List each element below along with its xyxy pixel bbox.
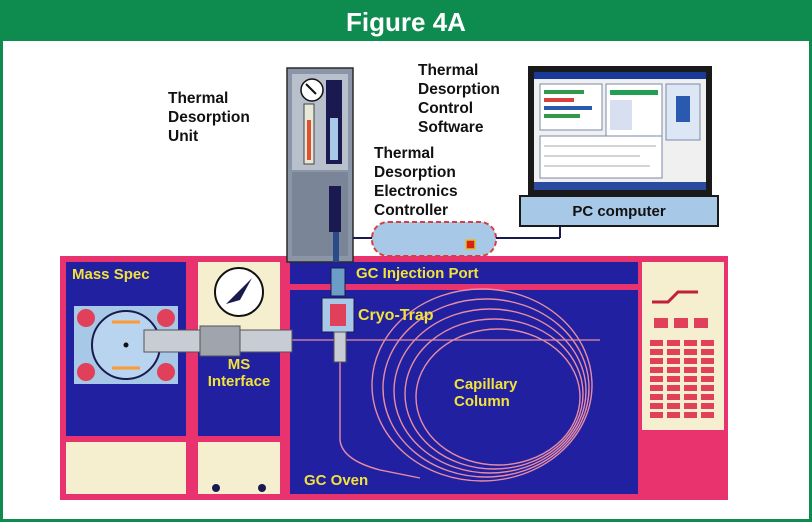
screen-bar — [544, 98, 574, 102]
screen-bar — [544, 90, 584, 94]
keypad-key — [650, 376, 663, 382]
capillary-coil — [371, 288, 593, 482]
keypad — [650, 318, 714, 418]
screen-window — [539, 135, 663, 179]
quad-rod — [157, 363, 175, 381]
tdu-slot — [329, 186, 341, 232]
cryo-trap-coil — [330, 304, 346, 326]
keypad-key — [684, 340, 697, 346]
keypad-key — [650, 403, 663, 409]
keypad-key — [701, 358, 714, 364]
gc-oven-label: GC Oven — [304, 472, 369, 489]
keypad-key — [684, 358, 697, 364]
keypad-key — [650, 358, 663, 364]
keypad-key — [667, 385, 680, 391]
screen-graphic-block — [676, 96, 690, 122]
keypad-key — [701, 349, 714, 355]
keypad-key — [650, 385, 663, 391]
led-indicator-icon — [465, 239, 476, 250]
pc-base — [519, 195, 719, 227]
screen-bar — [544, 114, 580, 118]
keypad-key — [684, 403, 697, 409]
mass-spec-lower-panel — [66, 442, 186, 494]
keypad-key — [667, 340, 680, 346]
injector-fitting — [330, 267, 346, 297]
keypad-key — [654, 318, 668, 328]
keypad-key — [684, 385, 697, 391]
keypad-key — [674, 318, 688, 328]
keypad-key — [701, 403, 714, 409]
screen-bar — [610, 90, 658, 95]
capillary-coil — [415, 328, 581, 466]
keypad-key — [701, 385, 714, 391]
keypad-key — [684, 376, 697, 382]
screen-bar — [544, 106, 592, 110]
ms-interface-heater — [199, 325, 241, 357]
keypad-key — [650, 349, 663, 355]
screen-titlebar — [534, 72, 706, 79]
indicator-dot — [212, 484, 220, 492]
flow-gauge-level — [307, 120, 311, 160]
figure-title: Figure 4A — [3, 3, 809, 41]
keypad-key — [684, 349, 697, 355]
keypad-key — [701, 340, 714, 346]
quad-rod — [77, 363, 95, 381]
gauge-needle — [226, 278, 252, 304]
capillary-coil — [382, 298, 590, 478]
keypad-key — [684, 394, 697, 400]
keypad-key — [667, 412, 680, 418]
keypad-key — [650, 340, 663, 346]
cryo-trap-label: Cryo-Trap — [358, 307, 434, 324]
capillary-coil — [404, 318, 584, 470]
capillary-column-label: Capillary Column — [454, 376, 518, 410]
keypad-key — [667, 349, 680, 355]
keypad-key — [694, 318, 708, 328]
pc-label: PC computer — [572, 203, 666, 220]
keypad-key — [667, 403, 680, 409]
keypad-key — [684, 367, 697, 373]
gc-injection-port-label: GC Injection Port — [356, 265, 479, 282]
mass-spec-label: Mass Spec — [72, 266, 150, 283]
keypad-key — [701, 394, 714, 400]
capillary-inlet — [339, 362, 421, 479]
lower-panel — [198, 442, 280, 494]
screen-taskbar — [534, 182, 706, 190]
keypad-key — [650, 394, 663, 400]
keypad-key — [701, 367, 714, 373]
indicator-dot — [258, 484, 266, 492]
keypad-key — [650, 412, 663, 418]
keypad-key — [667, 394, 680, 400]
sample-tube — [330, 118, 338, 160]
keypad-key — [701, 376, 714, 382]
keypad-key — [684, 412, 697, 418]
capillary-coil — [393, 308, 587, 474]
panel-display-trace — [652, 290, 698, 304]
column-connector — [333, 331, 347, 363]
tdu-label: Thermal Desorption Unit — [168, 90, 250, 145]
screen-panel — [610, 100, 632, 130]
quad-rod — [77, 309, 95, 327]
keypad-key — [650, 367, 663, 373]
controller-label: Thermal Desorption Electronics Controlle… — [374, 145, 458, 219]
keypad-key — [667, 367, 680, 373]
quad-rod — [157, 309, 175, 327]
electronics-controller — [371, 221, 497, 257]
gc-injection-port-bar — [290, 262, 638, 284]
tdu-nozzle — [333, 232, 339, 262]
ms-interface-label: MS Interface — [207, 356, 271, 390]
keypad-key — [667, 358, 680, 364]
keypad-key — [701, 412, 714, 418]
keypad-key — [667, 376, 680, 382]
ion-center — [123, 342, 129, 348]
software-label: Thermal Desorption Control Software — [418, 62, 500, 136]
pressure-gauge-needle — [305, 83, 317, 95]
